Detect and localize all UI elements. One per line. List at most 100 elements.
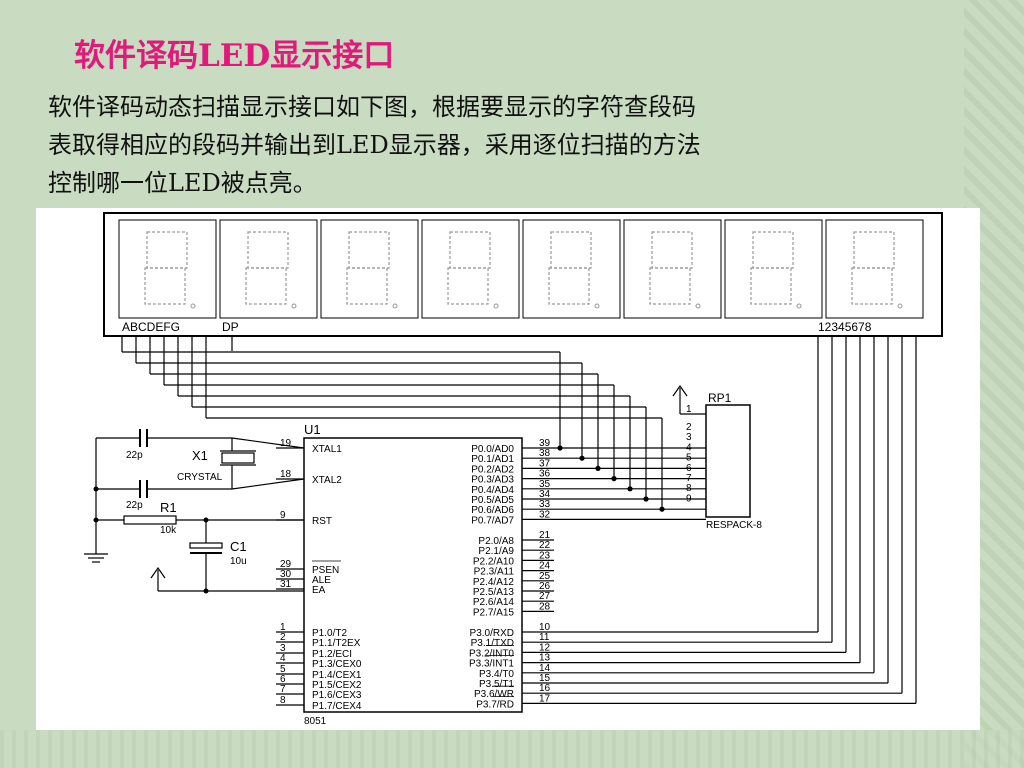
mcu-pin-number: 12 [539,642,551,653]
mcu-pin-number: 17 [539,693,551,704]
mcu-pin-number: 38 [539,448,551,459]
slide-description: 软件译码动态扫描显示接口如下图，根据要显示的字符查段码 表取得相应的段码并输出到… [48,88,978,202]
rp1-pin-number: 7 [686,473,692,484]
mcu-u1: U1 8051 19XTAL118XTAL29RST29PSEN30ALE31E… [276,422,554,727]
mcu-pin-number: 9 [280,510,286,521]
mcu-pin-number: 5 [280,664,286,675]
mcu-pin-number: 22 [539,540,551,551]
crystal-part: CRYSTAL [177,472,223,483]
slide-title: 软件译码LED显示接口 [74,38,395,74]
mcu-pin-name: P1.5/CEX2 [312,680,362,691]
led-digit [724,219,823,319]
dp-label: DP [222,320,239,334]
mcu-pin-number: 8 [280,695,286,706]
mcu-pin-number: 30 [280,569,292,580]
mcu-pin-name: P3.3/INT1 [469,659,514,670]
mcu-pin-number: 3 [280,643,286,654]
mcu-pin-number: 11 [539,632,550,643]
mcu-pin-name: P3.5/T1 [479,679,514,690]
mcu-pin-name: P2.6/A14 [473,597,515,608]
mcu-pin-name: P2.3/A11 [474,567,515,578]
mcu-pin-number: 26 [539,581,551,592]
mcu-pin-name: P2.4/A12 [473,577,515,588]
mcu-pin-name: XTAL1 [312,444,342,455]
mcu-pin-name: P2.0/A8 [478,536,514,547]
led-display-module: ABCDEFG DP 12345678 [103,212,943,337]
mcu-pin-name: P3.2/INT0 [469,648,514,659]
mcu-pin-number: 23 [539,550,551,561]
mcu-pin-name: P0.4/AD4 [471,485,514,496]
mcu-pin-number: 1 [280,622,286,633]
mcu-pin-number: 10 [539,622,551,633]
rp1-part: RESPACK-8 [706,520,762,531]
mcu-pin-number: 13 [539,653,551,664]
led-digit [320,219,419,319]
rp1-pin-number: 9 [686,493,692,504]
rp1-pin-number: 4 [686,442,692,453]
mcu-pin-number: 18 [280,469,292,480]
mcu-pin-name: RST [312,516,332,527]
mcu-pin-name: P0.0/AD0 [471,444,514,455]
mcu-pin-name: XTAL2 [312,475,342,486]
mcu-part: 8051 [304,716,327,727]
mcu-pin-number: 14 [539,663,551,674]
mcu-pin-name: P2.2/A10 [473,556,515,567]
mcu-ref: U1 [304,422,321,437]
mcu-pin-name: P1.1/T2EX [312,638,361,649]
mcu-pin-name: P3.6/WR [474,689,514,700]
mcu-pin-number: 29 [280,559,292,570]
led-digit [623,219,722,319]
description-line: 控制哪一位LED被点亮。 [48,169,317,197]
mcu-pin-number: 27 [539,591,551,602]
mcu-pin-name: P3.0/RXD [470,628,514,639]
mcu-pin-name: P0.5/AD5 [471,495,514,506]
mcu-pin-number: 16 [539,683,551,694]
c1-ref: C1 [230,539,247,554]
mcu-pin-number: 6 [280,674,286,685]
description-line: 软件译码动态扫描显示接口如下图，根据要显示的字符查段码 [48,93,696,121]
rp1-pin-number: 6 [686,463,692,474]
mcu-pin-number: 34 [539,489,551,500]
mcu-pin-number: 19 [280,438,292,449]
rp1-pin-number: 3 [686,432,692,443]
r1-value: 10k [160,525,177,536]
mcu-pin-name: P0.2/AD2 [471,464,514,475]
mcu-pin-name: EA [312,585,326,596]
mcu-pin-number: 31 [280,579,292,590]
mcu-pin-name: P1.0/T2 [312,628,347,639]
mcu-pin-number: 28 [539,601,551,612]
c1-value: 10u [230,556,247,567]
segment-label: ABCDEFG [122,320,180,334]
mcu-pin-name: P1.4/CEX1 [312,670,362,681]
digit-select-label: 12345678 [818,320,872,334]
mcu-pin-number: 4 [280,653,286,664]
cap1-value: 22p [126,450,143,461]
mcu-pin-name: P2.7/A15 [473,607,515,618]
rp1-pin-number: 1 [686,404,692,415]
mcu-pin-number: 35 [539,479,551,490]
mcu-pin-name: P3.1/TXD [471,638,514,649]
mcu-pin-name: P3.4/T0 [479,669,514,680]
mcu-pin-name: P1.3/CEX0 [312,659,362,670]
led-digit [118,219,217,319]
mcu-pin-number: 33 [539,499,551,510]
mcu-pin-number: 15 [539,673,551,684]
mcu-pin-name: P0.7/AD7 [471,515,514,526]
mcu-pin-number: 25 [539,571,551,582]
mcu-pin-name: P2.5/A13 [473,587,515,598]
mcu-pin-name: ALE [312,575,331,586]
background-pattern-bottom [0,730,1024,768]
description-line: 表取得相应的段码并输出到LED显示器，采用逐位扫描的方法 [48,131,701,159]
rp1-ref: RP1 [708,391,732,405]
rp1-pin-number: 2 [686,422,692,433]
mcu-pin-number: 36 [539,469,551,480]
mcu-pin-name: P0.6/AD6 [471,505,514,516]
rp1-pin-number: 5 [686,453,692,464]
mcu-pin-name: P1.2/ECI [312,649,352,660]
mcu-pin-name: PSEN [312,565,339,576]
oscillator-circuit [84,429,305,592]
led-digit [421,219,520,319]
cap2-value: 22p [126,500,143,511]
